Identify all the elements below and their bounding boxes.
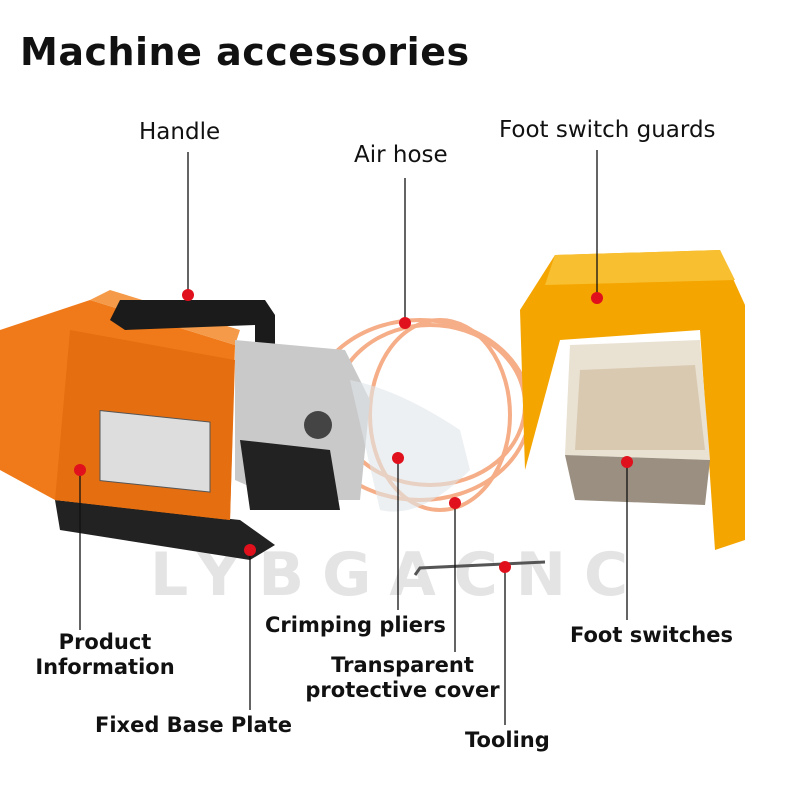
label-line: Information (35, 655, 175, 679)
product-info-plate (99, 409, 211, 493)
label-handle: Handle (139, 119, 221, 145)
foot-pedal-plate (575, 365, 705, 450)
foot-pedal-base (565, 455, 710, 505)
label-transparent-cover: Transparent protective cover (300, 653, 505, 703)
transparent-cover (350, 380, 470, 512)
label-air-hose: Air hose (354, 142, 448, 168)
label-tooling: Tooling (465, 728, 550, 752)
marker-dot (399, 317, 411, 329)
foot-guard (520, 250, 745, 550)
crimping-base (240, 440, 340, 510)
marker-dot (244, 544, 256, 556)
label-line: Product (58, 630, 152, 654)
label-line: protective cover (305, 678, 500, 702)
marker-dot (182, 289, 194, 301)
marker-dot (621, 456, 633, 468)
page-title: Machine accessories (20, 30, 470, 74)
marker-dot (74, 464, 86, 476)
marker-dot (499, 561, 511, 573)
marker-dot (449, 497, 461, 509)
label-line: Transparent (331, 653, 474, 677)
label-product-information: Product Information (30, 630, 180, 680)
label-foot-switches: Foot switches (570, 623, 733, 647)
handle-shape (110, 300, 275, 360)
base-plate (55, 500, 275, 560)
marker-dot (392, 452, 404, 464)
label-crimping-pliers: Crimping pliers (265, 613, 446, 637)
crimping-knob (304, 411, 332, 439)
marker-dot (591, 292, 603, 304)
label-fixed-base-plate: Fixed Base Plate (95, 713, 292, 737)
foot-guard-top (545, 250, 735, 285)
label-foot-switch-guards: Foot switch guards (499, 117, 716, 143)
